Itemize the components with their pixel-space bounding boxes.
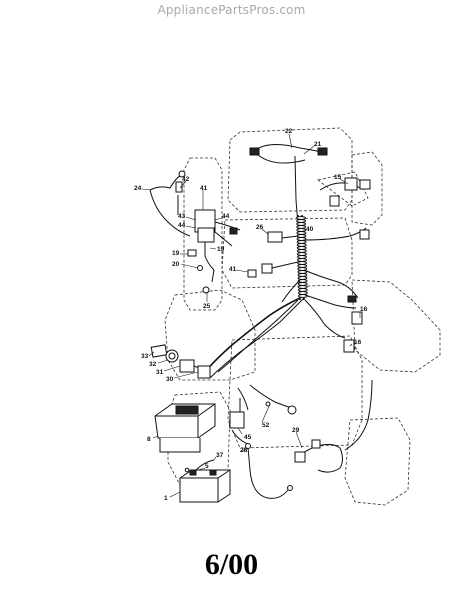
battery-cable <box>245 443 293 499</box>
pto-switch-connector <box>319 177 371 207</box>
conduit-coil-ring <box>296 219 307 223</box>
callout-labels: 22 21 42 24 41 43 44 44 26 40 19 19 20 4… <box>134 128 368 502</box>
callout-40: 40 <box>306 226 314 233</box>
conduit-coil-ring <box>296 240 307 244</box>
callout-33: 33 <box>141 353 149 360</box>
conduit-coil-ring <box>297 285 308 289</box>
regulator <box>229 398 249 445</box>
conduit-coil-ring <box>297 264 308 268</box>
headlight-harness <box>249 144 328 226</box>
conduit-coil-ring <box>296 216 306 220</box>
conduit-coil-ring <box>297 282 308 286</box>
diode-fuse <box>237 384 297 415</box>
engine-harness <box>294 379 373 473</box>
callout-43: 43 <box>178 213 186 220</box>
solenoid-assembly <box>175 181 241 294</box>
callout-19-right: 19 <box>217 246 225 253</box>
battery-box <box>154 403 216 453</box>
seat-switch-connectors <box>343 229 370 353</box>
callout-22: 22 <box>285 128 293 135</box>
callout-16: 16 <box>360 306 368 313</box>
callout-30: 30 <box>166 376 174 383</box>
callout-19: 19 <box>172 250 180 257</box>
conduit-coil-ring <box>296 234 307 238</box>
conduit-coil-ring <box>296 243 307 247</box>
conduit-coil-ring <box>296 225 307 229</box>
revision-date: 6/00 <box>204 548 259 581</box>
conduit-coil-ring <box>296 246 307 250</box>
callout-29: 29 <box>292 427 300 434</box>
battery <box>179 459 231 503</box>
ignition-switch <box>150 344 211 379</box>
callout-21: 21 <box>314 141 322 148</box>
conduit-coil-ring <box>297 291 308 295</box>
callout-28: 28 <box>240 447 248 454</box>
conduit-coil-ring <box>297 258 307 262</box>
conduit-coil-ring <box>297 288 308 292</box>
conduit-coil-ring <box>296 249 307 253</box>
callout-5: 5 <box>205 463 209 470</box>
callout-16-lower: 16 <box>354 339 362 346</box>
callout-1: 1 <box>164 495 168 502</box>
conduit-coil-ring <box>297 276 308 280</box>
callout-8: 8 <box>147 436 151 443</box>
callout-44: 44 <box>178 222 186 229</box>
callout-42: 42 <box>182 176 190 183</box>
callout-41: 41 <box>200 185 208 192</box>
callout-20: 20 <box>172 261 180 268</box>
conduit-coil-ring <box>297 267 308 271</box>
conduit-coil-ring <box>296 222 307 226</box>
conduit-coil-ring <box>297 261 308 265</box>
callout-32: 32 <box>149 361 157 368</box>
callout-31: 31 <box>156 369 164 376</box>
callout-45: 45 <box>244 434 252 441</box>
main-wiring-trunk <box>204 214 367 379</box>
conduit-coil-ring <box>296 231 307 235</box>
callout-52: 52 <box>262 422 270 429</box>
headlight-switch <box>247 231 299 278</box>
callout-44-right: 44 <box>222 213 230 220</box>
callout-41-lower: 41 <box>229 266 237 273</box>
watermark: AppliancePartsPros.com <box>157 3 306 17</box>
callout-24: 24 <box>134 185 142 192</box>
callout-leaders <box>141 133 361 498</box>
ignition-ground-wire <box>149 170 191 237</box>
conduit-coil-ring <box>296 252 307 256</box>
callout-26: 26 <box>256 224 264 231</box>
conduit-coil-ring <box>297 273 308 277</box>
callout-25: 25 <box>203 303 211 310</box>
conduit-coil-ring <box>297 255 307 259</box>
callout-37: 37 <box>216 452 224 459</box>
callout-15: 15 <box>334 174 342 181</box>
